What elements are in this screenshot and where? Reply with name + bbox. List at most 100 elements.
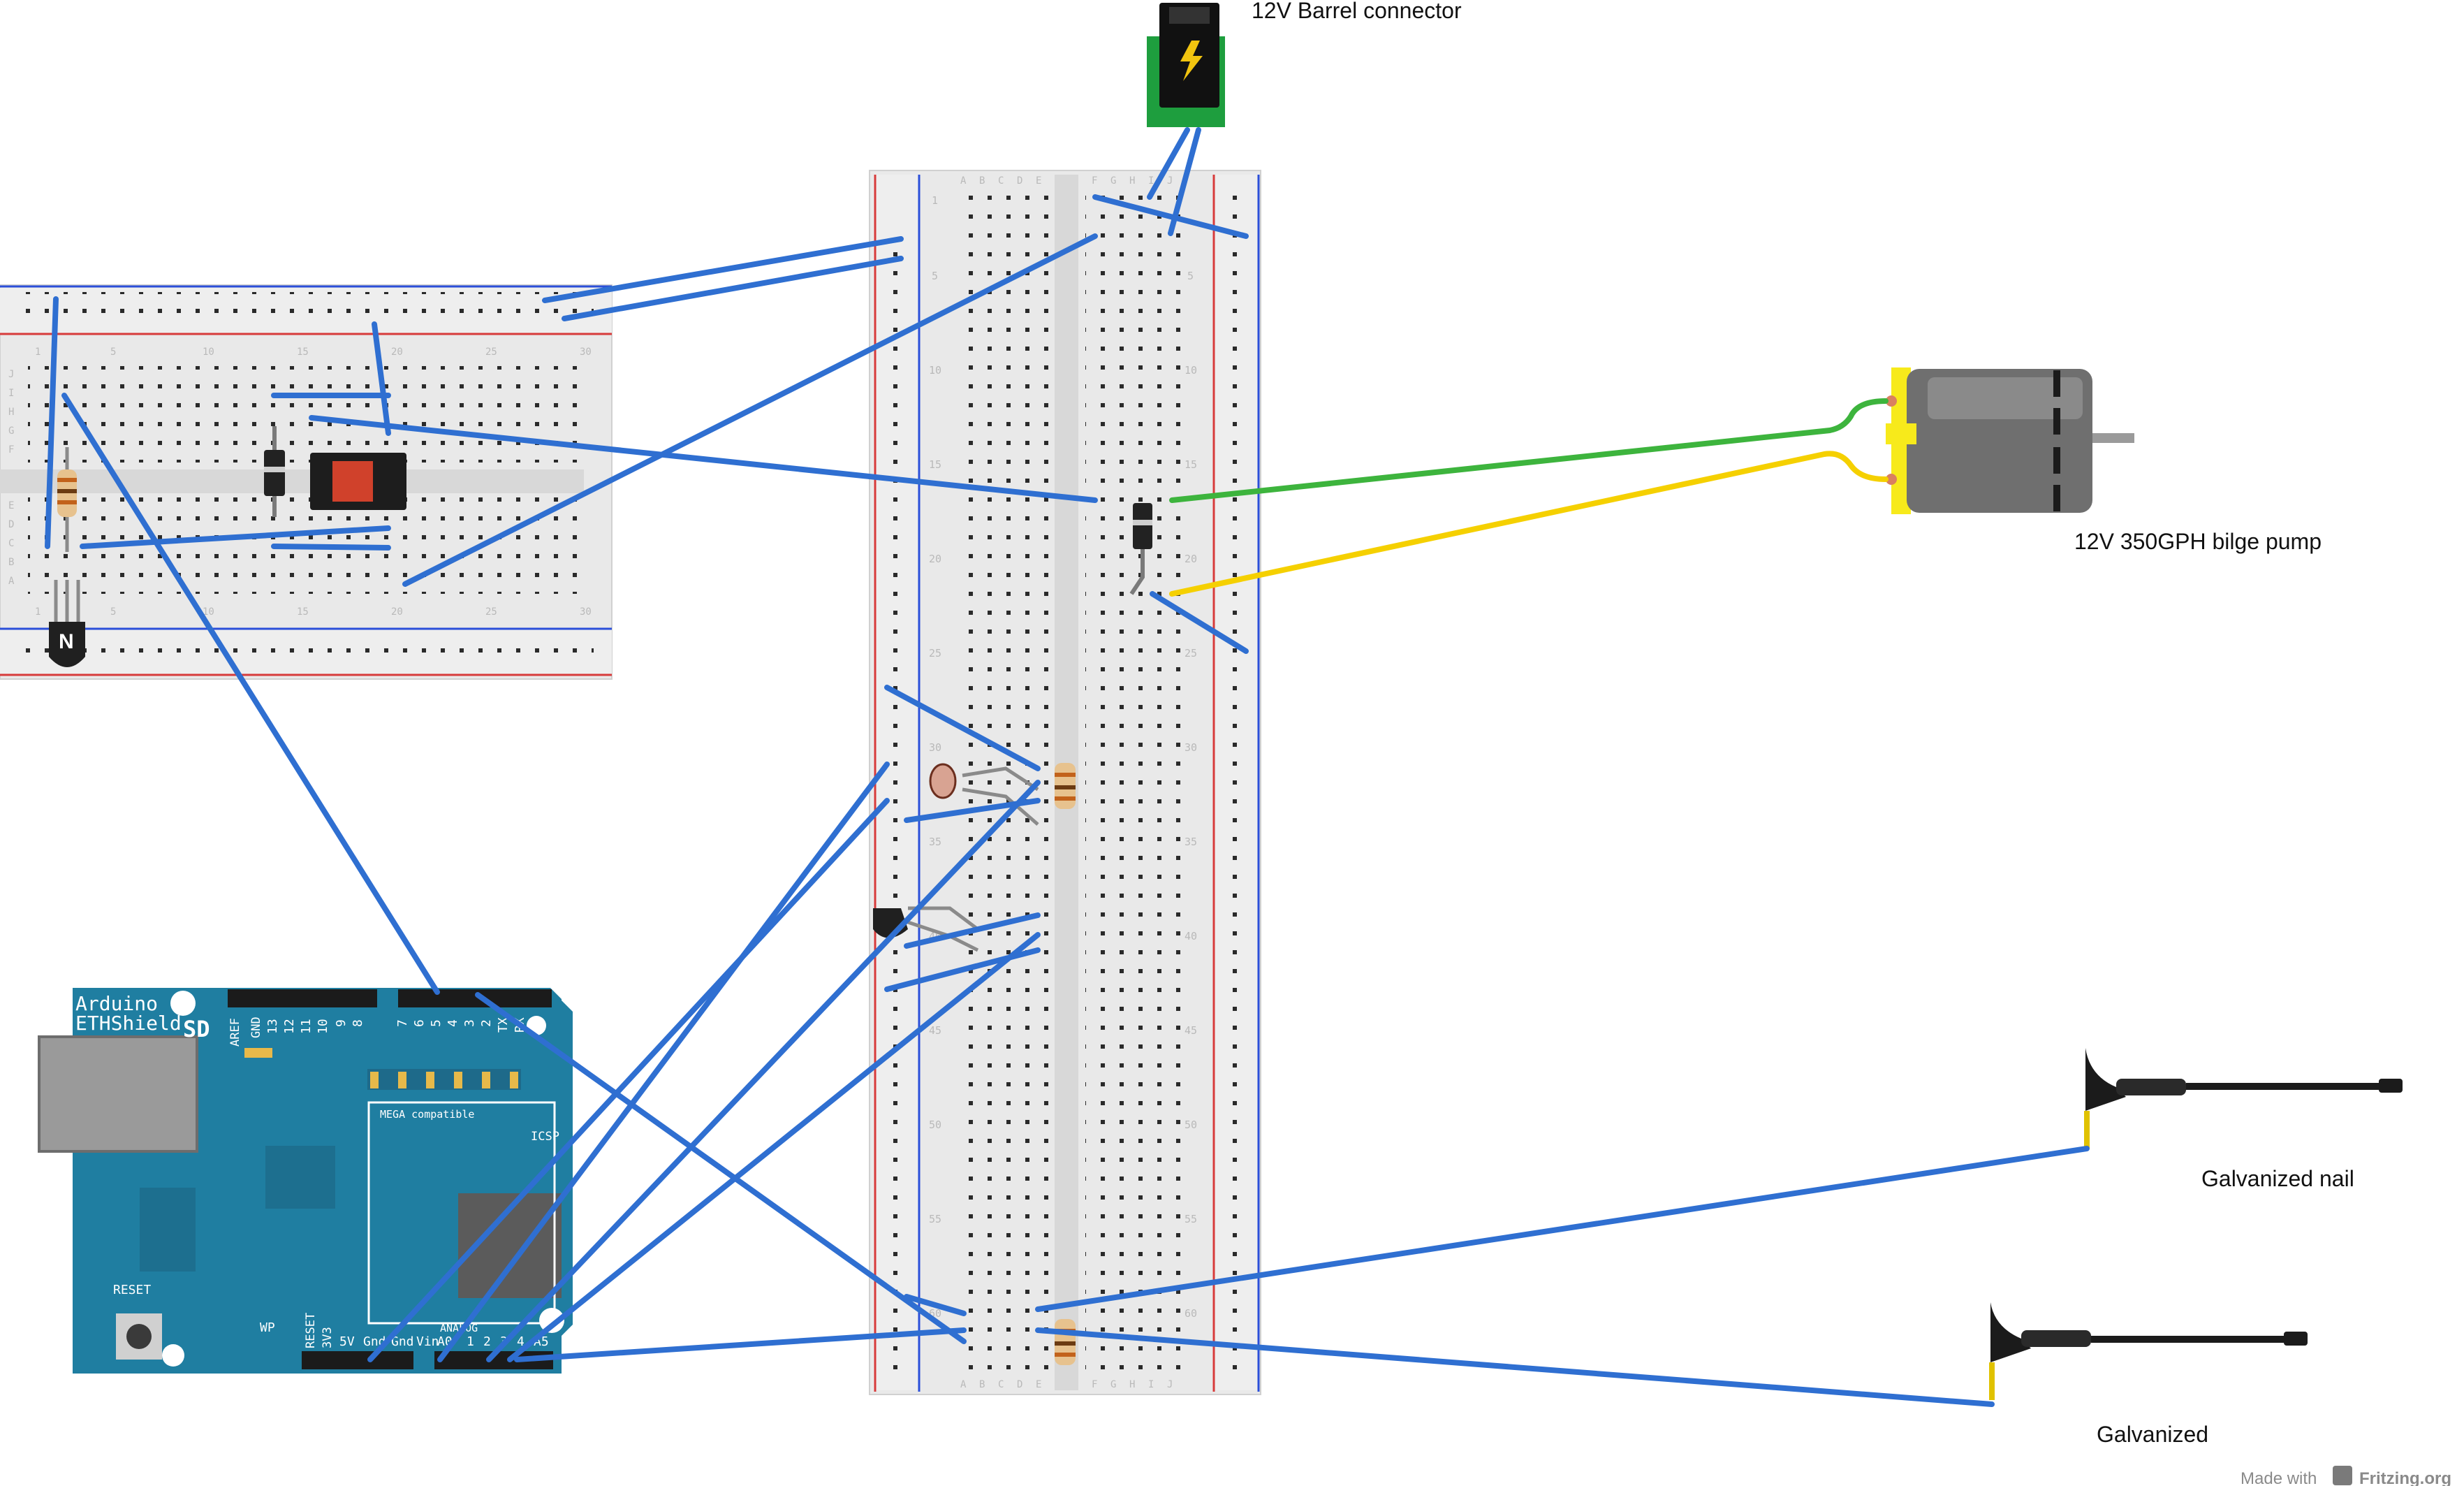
wire bbox=[45, 296, 59, 549]
wire bbox=[904, 1294, 967, 1316]
wire bbox=[1035, 1146, 2090, 1312]
diode-2 bbox=[1133, 503, 1152, 549]
wire bbox=[486, 780, 1041, 1362]
fritzing-credit: Made with Fritzing.org bbox=[2241, 1466, 2451, 1486]
small-breadboard bbox=[0, 284, 613, 680]
row-number: 20 bbox=[929, 553, 941, 565]
wire bbox=[884, 685, 1041, 771]
small-breadboard-labels: J I H G F E D C B A 1 5 10 15 20 25 30 1… bbox=[8, 347, 592, 618]
galvanized-nail-probe-2 bbox=[1989, 1302, 2308, 1400]
pin-label: 11 bbox=[299, 1019, 314, 1034]
wires-motor bbox=[1169, 398, 1889, 597]
row-number: 30 bbox=[1185, 741, 1197, 754]
col-letter: J bbox=[1167, 1379, 1173, 1390]
wire bbox=[80, 525, 391, 549]
pin-label: 10 bbox=[316, 1019, 330, 1034]
fritzing-logo-icon bbox=[2333, 1466, 2352, 1485]
diode-1 bbox=[264, 450, 285, 496]
pin-label: 2 bbox=[479, 1019, 494, 1027]
pump-label: 12V 350GPH bilge pump bbox=[2074, 529, 2322, 554]
row-number: 50 bbox=[929, 1119, 941, 1131]
mega-label: MEGA compatible bbox=[380, 1108, 474, 1121]
row-number: 10 bbox=[929, 364, 941, 377]
col-letter: A bbox=[960, 1379, 967, 1390]
row-number: 55 bbox=[929, 1213, 941, 1225]
ethernet-jack bbox=[39, 1037, 197, 1151]
main-breadboard-row-numbers: 1 5 10 15 20 25 30 35 40 45 50 55 60 5 1… bbox=[929, 194, 1197, 1320]
col-number: 10 bbox=[203, 606, 214, 618]
row-number: 1 bbox=[932, 194, 938, 207]
col-letter: E bbox=[1036, 1379, 1041, 1390]
col-letter: A bbox=[960, 175, 967, 187]
wire bbox=[507, 932, 1041, 1362]
row-letter: J bbox=[8, 369, 14, 380]
wire bbox=[372, 321, 391, 436]
row-number: 5 bbox=[1187, 270, 1194, 282]
wire-yellow bbox=[1169, 451, 1889, 597]
pin-label: 8 bbox=[351, 1019, 365, 1027]
col-number: 1 bbox=[35, 606, 41, 618]
row-letter: I bbox=[8, 388, 14, 399]
aref-label: AREF bbox=[228, 1018, 242, 1047]
pin-label: 12 bbox=[282, 1019, 297, 1034]
col-number: 5 bbox=[110, 606, 116, 618]
wire-green bbox=[1169, 398, 1889, 503]
barrel-connector bbox=[1147, 3, 1225, 127]
col-number: 1 bbox=[35, 347, 41, 358]
wire bbox=[904, 912, 1041, 949]
pin-label: TX bbox=[496, 1017, 511, 1033]
wire bbox=[437, 762, 890, 1362]
pin-label: 13 bbox=[265, 1019, 280, 1034]
lightning-icon bbox=[1180, 41, 1203, 81]
wire bbox=[309, 415, 1098, 503]
row-number: 50 bbox=[1185, 1119, 1197, 1131]
col-letter: D bbox=[1017, 1379, 1022, 1390]
row-letter: A bbox=[8, 576, 15, 587]
row-number: 35 bbox=[1185, 836, 1197, 848]
row-number: 45 bbox=[929, 1024, 941, 1037]
col-letter: H bbox=[1129, 1379, 1135, 1390]
analog-pin-label: 4 bbox=[517, 1334, 525, 1349]
row-letter: G bbox=[8, 425, 14, 437]
col-number: 15 bbox=[297, 606, 309, 618]
row-number: 25 bbox=[1185, 647, 1197, 660]
row-number: 30 bbox=[929, 741, 941, 754]
shield-title-2: ETHShield bbox=[75, 1012, 182, 1035]
wire bbox=[1092, 194, 1249, 239]
row-letter: C bbox=[8, 538, 14, 549]
fritzing-link: Fritzing.org bbox=[2359, 1469, 2451, 1486]
photoresistor bbox=[929, 763, 957, 799]
col-letter: E bbox=[1036, 175, 1041, 187]
row-number: 20 bbox=[1185, 553, 1197, 565]
wire bbox=[1168, 127, 1201, 236]
row-number: 60 bbox=[1185, 1307, 1197, 1320]
col-letter: I bbox=[1148, 1379, 1154, 1390]
wp-label: WP bbox=[260, 1320, 275, 1335]
row-number: 40 bbox=[1185, 930, 1197, 942]
row-letter: H bbox=[8, 407, 14, 418]
row-number: 45 bbox=[1185, 1024, 1197, 1037]
wire bbox=[475, 992, 967, 1344]
col-letter: G bbox=[1110, 1379, 1116, 1390]
wire bbox=[61, 393, 440, 995]
bilge-pump-motor bbox=[1886, 367, 2134, 514]
made-with-text: Made with bbox=[2241, 1469, 2317, 1486]
col-number: 5 bbox=[110, 347, 116, 358]
pin-label: 7 bbox=[395, 1019, 410, 1027]
analog-pin-label: 2 bbox=[483, 1334, 491, 1349]
col-number: 30 bbox=[580, 606, 592, 618]
pin-label: 9 bbox=[334, 1019, 349, 1027]
power-pin-label: Vin bbox=[416, 1334, 439, 1349]
gnd-top-label: GND bbox=[249, 1017, 263, 1038]
small-breadboard-components: N bbox=[49, 426, 406, 667]
col-letter: F bbox=[1092, 1379, 1097, 1390]
transistor bbox=[49, 622, 85, 667]
col-letter: I bbox=[1148, 175, 1154, 187]
col-number: 10 bbox=[203, 347, 214, 358]
col-letter: C bbox=[998, 175, 1004, 187]
power-pin-label: Gnd bbox=[391, 1334, 414, 1349]
barrel-label: 12V Barrel connector bbox=[1252, 0, 1462, 23]
power-pin-label: RESET bbox=[304, 1313, 318, 1348]
power-pin-label: 3V3 bbox=[321, 1327, 335, 1348]
